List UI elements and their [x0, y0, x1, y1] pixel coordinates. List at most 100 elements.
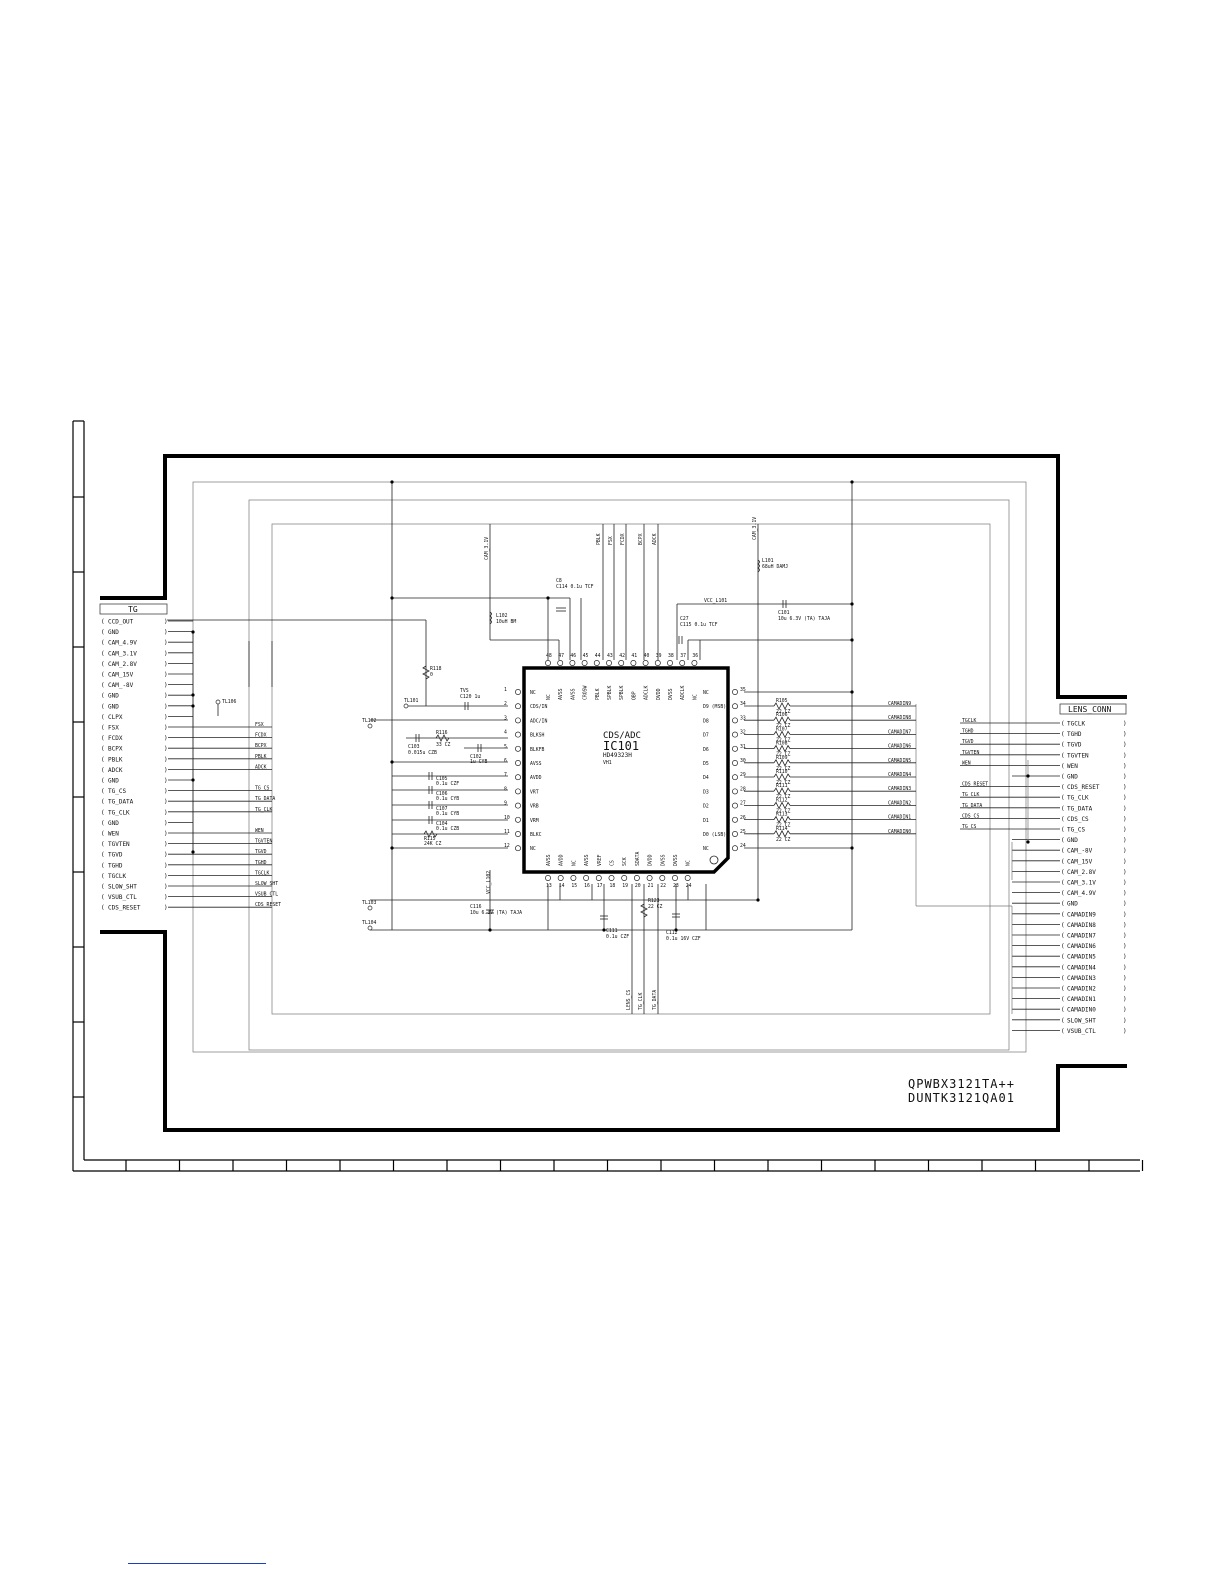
lens-pin-bracket: ) [1123, 975, 1127, 982]
ic-pin-label: NC [571, 860, 577, 866]
ic-pin-label: BLKSH [530, 733, 545, 739]
ic-pin [581, 660, 588, 666]
component-ref: R115 [424, 836, 436, 842]
resistor-value: 22 CZ [776, 737, 791, 743]
lens-pin-bracket: ( [1061, 837, 1065, 844]
ic-pin-label: ADCLK [644, 685, 650, 700]
ic-pin-label: AVSS [530, 761, 542, 767]
wiring [167, 482, 1029, 1014]
resistor-ref: R106 [776, 712, 788, 718]
lens-pin-bracket: ( [1061, 901, 1065, 908]
ic-pin [630, 660, 637, 666]
lens-pin-bracket: ) [1123, 880, 1127, 887]
resistor-value: 22 CZ [776, 766, 791, 772]
lens-pin-bracket: ( [1061, 858, 1065, 865]
lens-pin-label: TGVD [1067, 742, 1082, 749]
lens-pin-label: TGVTEN [1067, 752, 1089, 759]
component-value: 22 CZ [648, 904, 663, 910]
ic-pin-label: CDS/IN [530, 704, 547, 710]
tg-pin-bracket: ) [164, 831, 168, 838]
part-numbers: QPWBX3121TA++ DUNTK3121QA01 [908, 1077, 1014, 1105]
lens-pin-label: CDS_RESET [1067, 784, 1100, 791]
ic-pin [515, 731, 521, 738]
ic-pin-number: 36 [692, 653, 698, 659]
lens-pin-bracket: ) [1123, 805, 1127, 812]
ic-part-label: HD49323H [603, 752, 632, 759]
lens-net-label: CDS_RESET [962, 782, 988, 788]
tg-pin-bracket: ( [101, 640, 105, 647]
camadin-net-label: CAMADIN0 [888, 829, 911, 835]
ic-pin-number: 37 [680, 653, 686, 659]
lens-pin-label: CAM_-8V [1067, 848, 1093, 855]
lens-pin-bracket: ) [1123, 721, 1127, 728]
ic-pin-label: D3 [703, 789, 709, 795]
lens-pin-label: CAMADIN9 [1067, 911, 1096, 918]
resistor-ref: R112 [776, 797, 788, 803]
vertical-net-label: LENS_CS [626, 990, 632, 1010]
ic-pin [732, 760, 738, 766]
tg-pin-bracket: ) [164, 820, 168, 827]
ic-pin-number: 1 [504, 687, 507, 693]
tg-pin-bracket: ( [101, 852, 105, 859]
lens-pin-bracket: ) [1123, 922, 1127, 929]
tg-pin-bracket: ( [101, 746, 105, 753]
ic-pin [691, 660, 698, 666]
lens-pin-bracket: ) [1123, 869, 1127, 876]
lens-pin-bracket: ( [1061, 805, 1065, 812]
tg-pin-bracket: ( [101, 619, 105, 626]
component-value: 0.1u CZF [606, 934, 629, 940]
resistor-ref: R107 [776, 726, 788, 732]
ic-suffix-label: VH1 [603, 760, 612, 766]
component-value: 0.1u CZB [436, 826, 459, 832]
tg-pin-label: CAM_3.1V [108, 650, 137, 657]
tg-pin-label: TG_DATA [108, 799, 134, 806]
ic-pin-number: 13 [546, 883, 552, 889]
tg-pin-bracket: ( [101, 873, 105, 880]
ic-pin-label: AVSS [570, 688, 576, 700]
ic-pin [732, 774, 738, 781]
component-value: 10u 6.3V (TA) TAJA [778, 616, 830, 622]
ic-pin-number: 42 [619, 653, 625, 659]
lens-net-label: TGHD [962, 729, 974, 735]
ic-pin [515, 831, 521, 837]
ic-pin-label: NC [530, 846, 536, 852]
tg-net-label: TGVD [255, 849, 267, 855]
lens-pin-label: WEN [1067, 763, 1078, 770]
ic-pin-label: VRB [530, 804, 539, 810]
tg-pin-bracket: ) [164, 735, 168, 742]
lens-pin-label: CAM_15V [1067, 858, 1093, 865]
tg-pin-label: WEN [108, 831, 119, 838]
ic-pin-number: 38 [668, 653, 674, 659]
ic-pin-label: D7 [703, 733, 709, 739]
tg-pin-bracket: ) [164, 852, 168, 859]
lens-pin-bracket: ( [1061, 731, 1065, 738]
tg-pin-label: GND [108, 629, 119, 636]
component-ref: L101 [762, 558, 774, 564]
camadin-net-label: CAMADIN1 [888, 815, 911, 821]
tg-pin-bracket: ( [101, 788, 105, 795]
vertical-net-label: CAM_3.1V [484, 537, 490, 560]
lens-pin-bracket: ( [1061, 954, 1065, 961]
ic-pin-number: 2 [504, 701, 507, 707]
ic-pin-number: 29 [740, 772, 746, 778]
ic-pin-label: CS [610, 860, 616, 866]
tg-pin-bracket: ) [164, 884, 168, 891]
ic-pin [583, 875, 590, 881]
tg-pin-label: CDS_RESET [108, 905, 141, 912]
vertical-net-label: FSX [608, 536, 614, 545]
component-labels: R118 0 C103 0.015u CZB R116 33 CZ C102 1… [408, 558, 830, 942]
ic-pin-label: VREF [597, 854, 603, 866]
ic-pin [515, 717, 521, 724]
camadin-net-label: CAMADIN3 [888, 786, 911, 792]
lens-pin-bracket: ) [1123, 933, 1127, 940]
lens-pin-bracket: ) [1123, 858, 1127, 865]
camadin-net-label: CAMADIN8 [888, 715, 911, 721]
tg-pin-bracket: ( [101, 905, 105, 912]
vertical-net-label: CAM_3.1V [752, 517, 758, 540]
ic-pin-number: 10 [504, 815, 510, 821]
lens-pin-label: CAMADIN2 [1067, 986, 1096, 993]
lens-pin-label: TG_DATA [1067, 805, 1093, 812]
